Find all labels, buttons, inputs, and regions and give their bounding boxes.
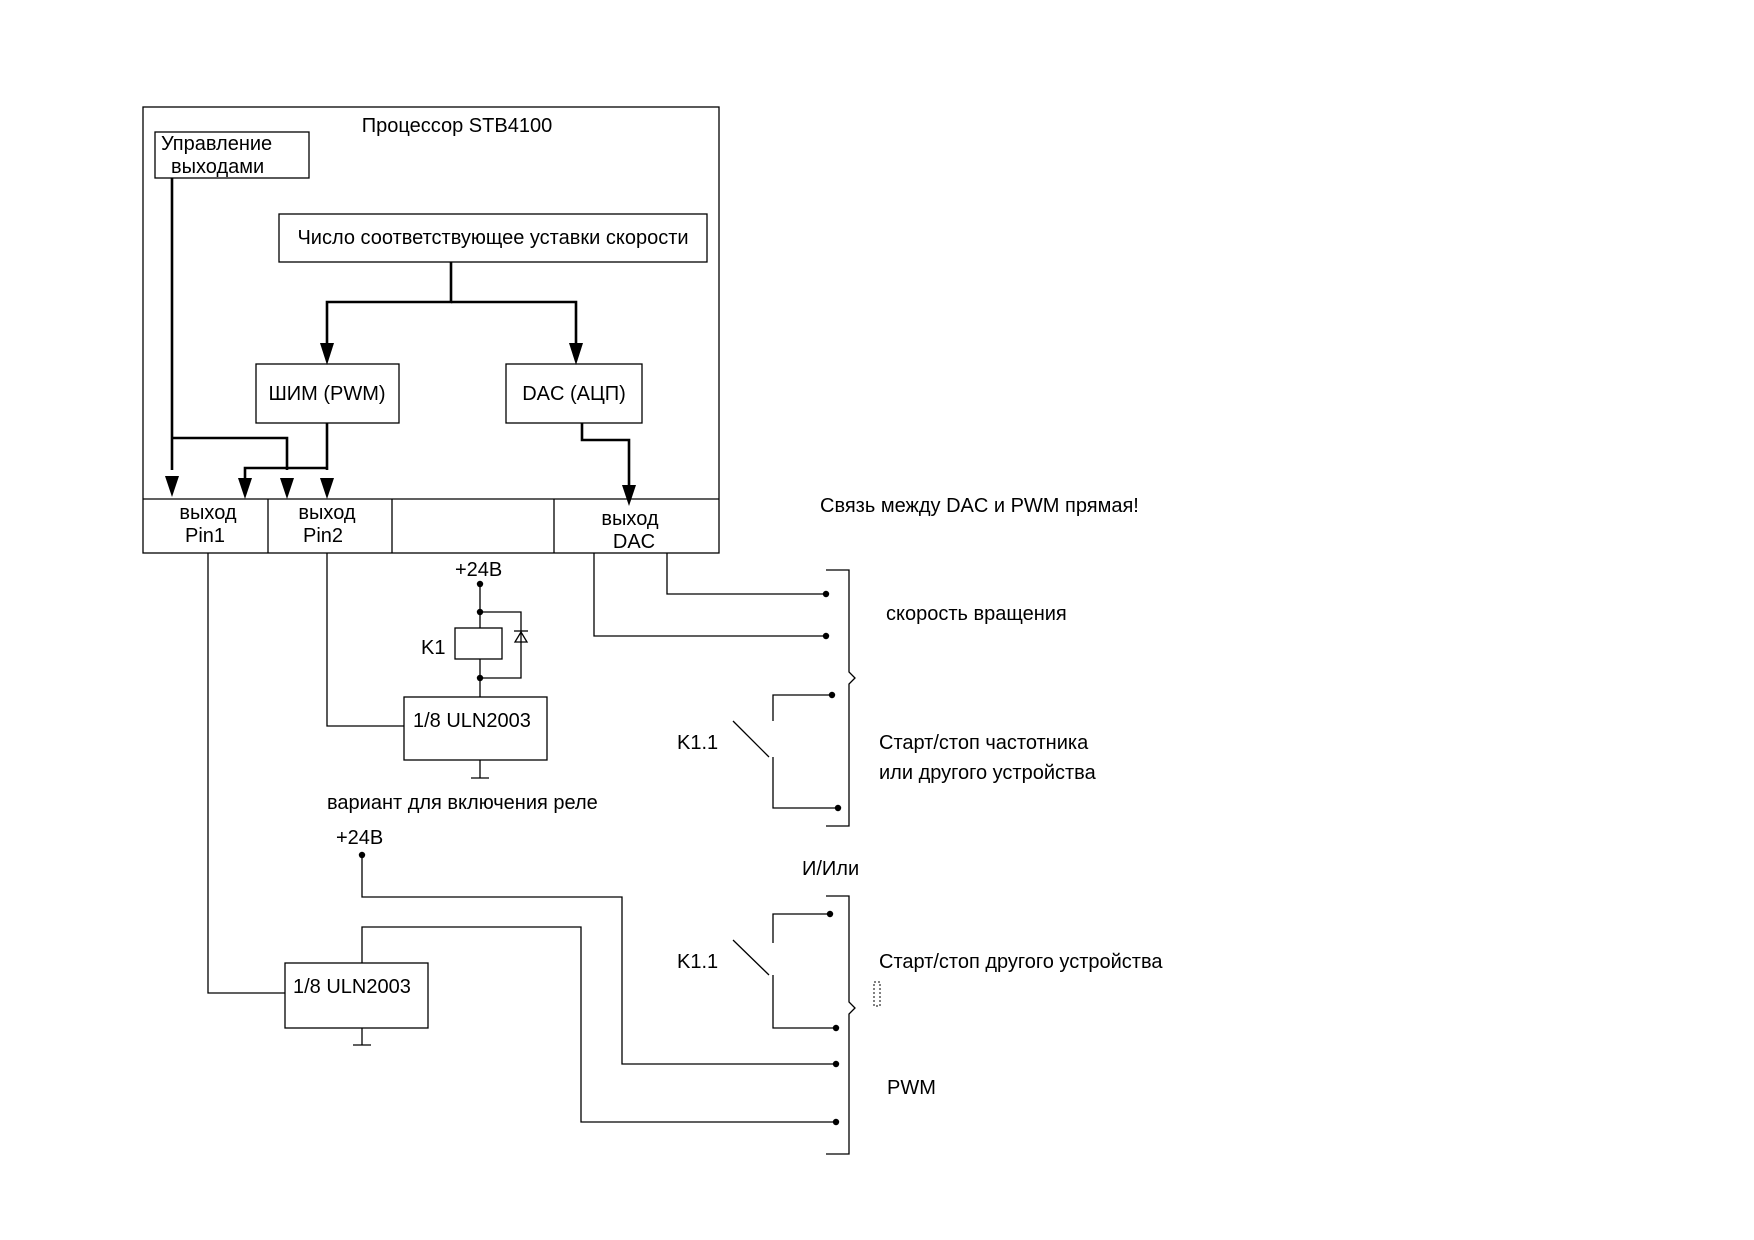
contact-2-label: K1.1 bbox=[677, 951, 718, 973]
dashed-marker bbox=[873, 981, 881, 1007]
pin1-label-2: Pin1 bbox=[185, 525, 225, 547]
pin2-wire bbox=[326, 553, 404, 727]
supply-wire bbox=[361, 855, 836, 1065]
processor-title: Процессор STB4100 bbox=[362, 115, 552, 137]
driver-output-wire bbox=[361, 926, 836, 1123]
relay-circuit: +24В K1 1/8 ULN2003 вариант для включени… bbox=[326, 553, 598, 814]
pin2-label-1: выход bbox=[298, 502, 355, 524]
dac-block bbox=[505, 363, 643, 424]
relay-label: K1 bbox=[421, 637, 445, 659]
pwm-label: PWM bbox=[887, 1077, 936, 1099]
start-stop-2-label: Старт/стоп другого устройства bbox=[879, 951, 1163, 973]
arrow-to-pin1 bbox=[238, 478, 252, 499]
diode-icon bbox=[513, 630, 529, 643]
output-control-label-1: Управление bbox=[161, 133, 272, 155]
dac-output-wires bbox=[593, 553, 830, 640]
processor-block: Процессор STB4100 Управление выходами Чи… bbox=[142, 106, 720, 554]
arrow-to-pin1 bbox=[165, 476, 179, 497]
contact-1-label: K1.1 bbox=[677, 732, 718, 754]
relay-driver-label: 1/8 ULN2003 bbox=[413, 710, 531, 732]
bracket-lower bbox=[826, 895, 856, 1155]
speed-label: скорость вращения bbox=[886, 603, 1067, 625]
note-dac-pwm: Связь между DAC и PWM прямая! bbox=[820, 495, 1139, 517]
arrow-to-dac bbox=[569, 343, 583, 365]
dac-out-label-1: выход bbox=[601, 508, 658, 530]
bracket-upper bbox=[826, 569, 856, 827]
arrow-to-dac-out bbox=[622, 485, 636, 506]
start-stop-1-line-1: Старт/стоп частотника bbox=[879, 732, 1089, 754]
pwm-driver-box bbox=[284, 962, 429, 1029]
pwm-block bbox=[255, 363, 400, 424]
relay-coil bbox=[454, 627, 503, 660]
pin1-label-1: выход bbox=[179, 502, 236, 524]
pwm-block-label: ШИМ (PWM) bbox=[268, 383, 385, 405]
pin2-label-2: Pin2 bbox=[303, 525, 343, 547]
arrow-to-pin2 bbox=[320, 478, 334, 499]
pwm-driver-label: 1/8 ULN2003 bbox=[293, 976, 411, 998]
speed-setpoint-label: Число соответствующее уставки скорости bbox=[297, 227, 688, 249]
contact-k1-1-upper bbox=[732, 691, 842, 812]
internal-signal-lines bbox=[170, 178, 631, 485]
pwm-circuit: +24В 1/8 ULN2003 bbox=[207, 553, 840, 1126]
arrowheads bbox=[165, 343, 636, 506]
ground-icon bbox=[353, 1028, 371, 1046]
contact-k1-1-lower bbox=[732, 910, 840, 1032]
pin1-wire bbox=[207, 553, 285, 994]
dac-block-label: DAC (АЦП) bbox=[522, 383, 626, 405]
dac-out-label-2: DAC bbox=[613, 531, 655, 553]
relay-supply-label: +24В bbox=[455, 559, 502, 581]
relay-driver-box bbox=[403, 696, 548, 761]
arrow-to-pwm bbox=[320, 343, 334, 365]
pwm-supply-label: +24В bbox=[336, 827, 383, 849]
speed-setpoint-box bbox=[278, 213, 708, 263]
output-control-box bbox=[154, 131, 310, 179]
arrow-to-pin2 bbox=[280, 478, 294, 499]
junction-dot bbox=[476, 674, 484, 682]
start-stop-1-line-2: или другого устройства bbox=[879, 762, 1097, 784]
ground-icon bbox=[471, 760, 489, 779]
output-control-label-2: выходами bbox=[171, 156, 264, 178]
relay-caption: вариант для включения реле bbox=[327, 792, 598, 814]
and-or-label: И/Или bbox=[802, 858, 859, 880]
